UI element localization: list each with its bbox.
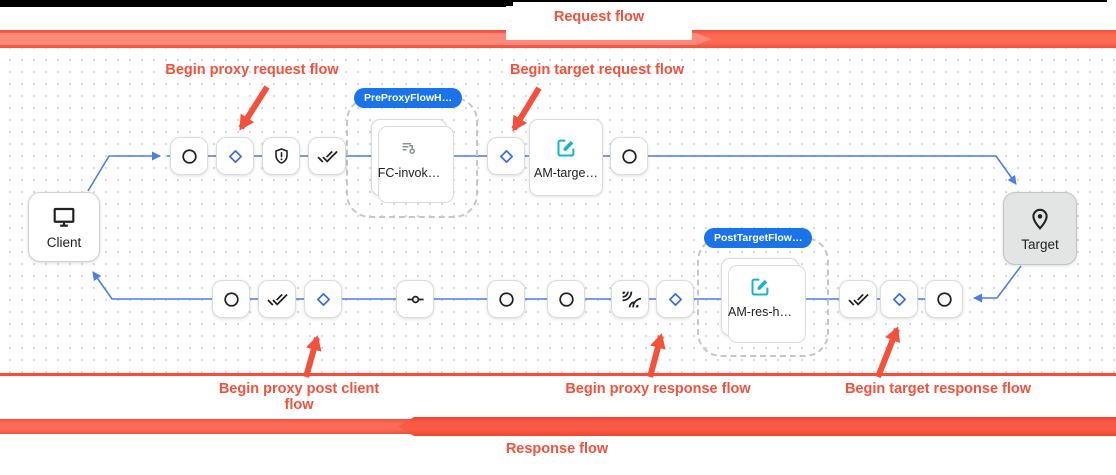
policy-card-assign-message-response[interactable]: AM-res-h… — [721, 258, 806, 343]
edit-square-icon — [557, 139, 575, 156]
step-node-diamond[interactable] — [487, 137, 525, 175]
edit-square-icon — [751, 278, 769, 296]
post-target-flowhook-badge[interactable]: PostTargetFlow… — [704, 228, 813, 248]
response-flow-arrow-left-icon — [398, 417, 1116, 436]
target-label: Target — [1021, 236, 1059, 252]
step-node-done-all[interactable] — [308, 137, 346, 175]
step-node-shield[interactable] — [262, 137, 300, 175]
top-black-line — [513, 0, 1107, 2]
circle-icon — [181, 148, 197, 164]
flow-canvas-grid[interactable] — [0, 48, 1116, 373]
canvas-bottom-red-line — [0, 373, 1116, 376]
top-black-bar — [0, 0, 513, 7]
policy-label: FC-invok… — [377, 165, 441, 180]
done-all-icon — [847, 293, 869, 306]
step-node-done-all[interactable] — [258, 280, 296, 318]
shield-alert-icon — [274, 147, 288, 164]
done-all-icon — [266, 293, 288, 306]
step-node-leak-signal[interactable] — [611, 280, 649, 318]
request-flow-label-box — [506, 6, 692, 40]
annotation-begin-proxy-post-client: Begin proxy post client flow — [218, 381, 380, 413]
client-endpoint-node[interactable]: Client — [28, 192, 100, 262]
step-node-diamond[interactable] — [304, 280, 342, 318]
policy-card-assign-message-target[interactable]: AM-targe… — [529, 119, 603, 196]
commit-icon — [406, 295, 424, 303]
done-all-icon — [316, 150, 338, 163]
diamond-icon — [316, 292, 330, 306]
circle-icon — [223, 291, 239, 307]
step-node-circle[interactable] — [925, 280, 963, 318]
step-node-done-all[interactable] — [839, 280, 877, 318]
step-node-circle[interactable] — [170, 137, 208, 175]
pre-proxy-flowhook-badge[interactable]: PreProxyFlowH… — [354, 88, 463, 108]
annotation-begin-target-request: Begin target request flow — [509, 62, 685, 78]
circle-icon — [936, 291, 952, 307]
policy-card-flow-callout[interactable]: FC-invok… — [371, 119, 454, 203]
location-pin-icon — [1032, 208, 1048, 230]
step-node-circle[interactable] — [547, 280, 585, 318]
client-label: Client — [46, 235, 82, 250]
step-node-circle[interactable] — [212, 280, 250, 318]
circle-icon — [621, 148, 637, 164]
request-flow-label: Request flow — [553, 9, 645, 25]
flow-callout-icon — [402, 142, 415, 154]
desktop-monitor-icon — [53, 207, 75, 227]
circle-icon — [498, 291, 514, 307]
policy-label: AM-targe… — [534, 165, 598, 180]
annotation-begin-proxy-request: Begin proxy request flow — [165, 62, 339, 78]
step-node-diamond[interactable] — [216, 137, 254, 175]
step-node-circle[interactable] — [487, 280, 525, 318]
diamond-icon — [668, 292, 682, 306]
response-flow-label: Response flow — [505, 441, 609, 457]
policy-label: AM-res-h… — [728, 305, 792, 319]
annotation-begin-target-response: Begin target response flow — [844, 381, 1032, 397]
diamond-icon — [892, 292, 906, 306]
step-node-diamond[interactable] — [880, 280, 918, 318]
annotation-begin-proxy-response: Begin proxy response flow — [565, 381, 751, 397]
step-node-circle[interactable] — [610, 137, 648, 175]
step-node-commit[interactable] — [396, 280, 434, 318]
diamond-icon — [228, 149, 242, 163]
circle-icon — [558, 291, 574, 307]
diamond-icon — [499, 149, 513, 163]
leak-signal-icon — [622, 291, 641, 307]
target-endpoint-node[interactable]: Target — [1003, 192, 1077, 265]
step-node-diamond[interactable] — [656, 280, 694, 318]
